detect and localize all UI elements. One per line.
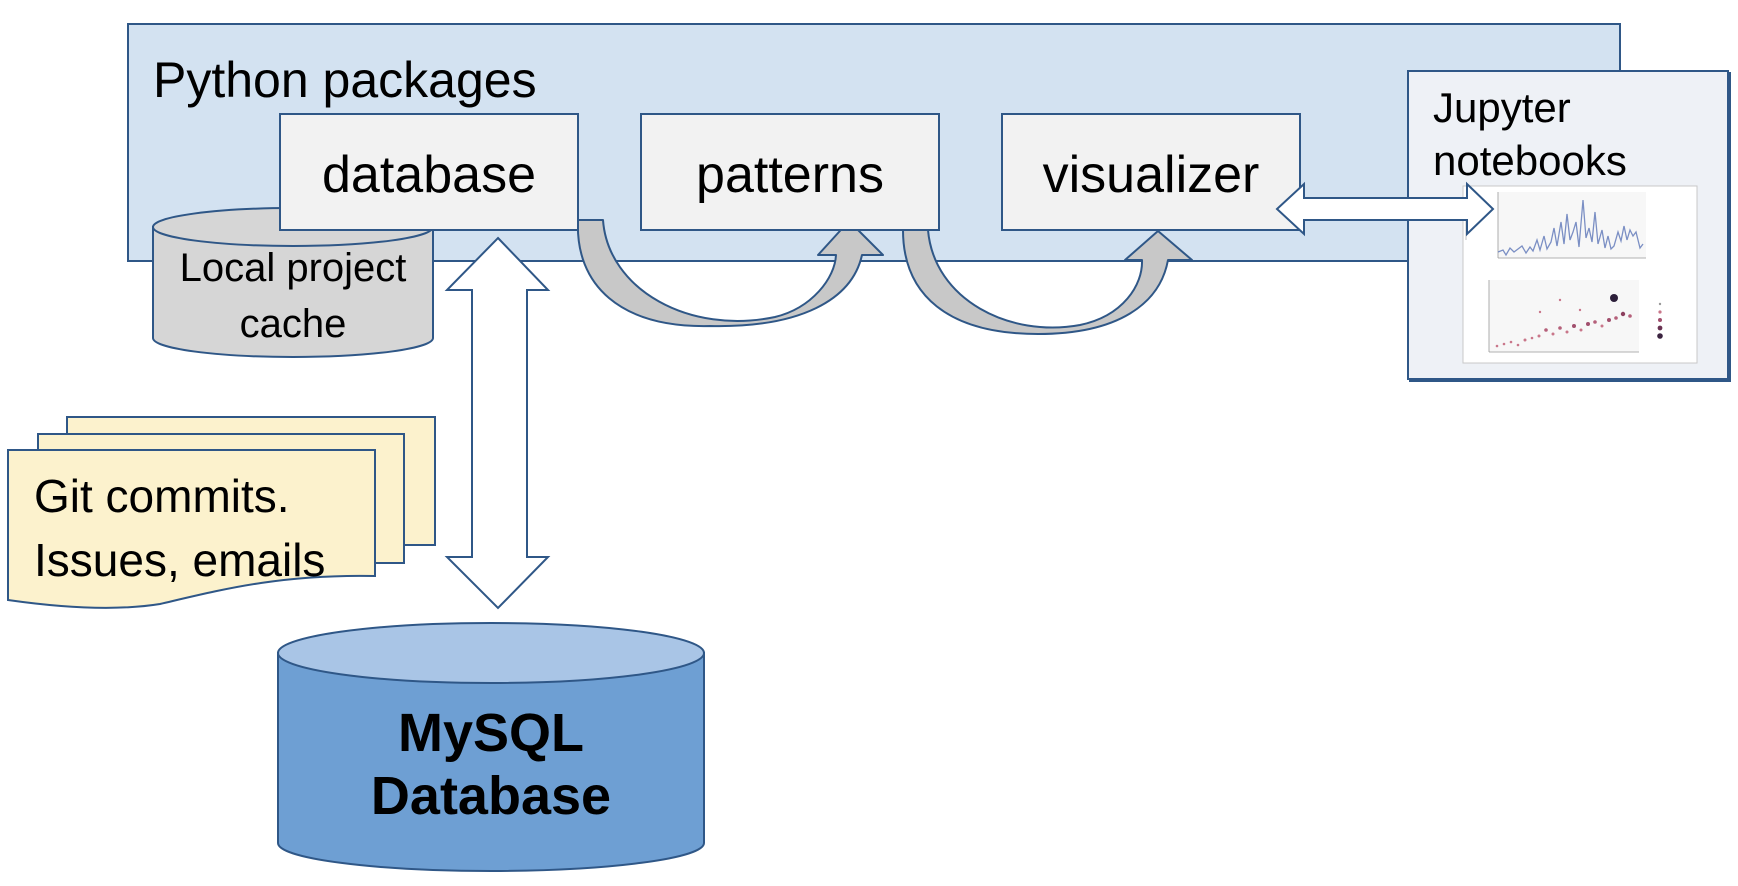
jupyter-label-line1: Jupyter [1433, 84, 1571, 131]
patterns-package: patterns [640, 113, 940, 231]
database-package-label: database [322, 146, 536, 204]
double-arrow-database-mysql [444, 236, 551, 610]
jupyter-notebooks: Jupyter notebooks [1407, 70, 1731, 382]
patterns-package-label: patterns [696, 146, 884, 204]
data-sources-stack: Git commits. Issues, emails [7, 416, 436, 609]
visualizer-package: visualizer [1001, 113, 1301, 231]
curved-arrow-database-to-patterns [576, 219, 884, 328]
mysql-label-line1: MySQL [398, 703, 584, 763]
visualizer-package-label: visualizer [1043, 146, 1260, 204]
curved-arrow-patterns-to-visualizer [902, 229, 1193, 335]
mysql-label-line2: Database [371, 766, 611, 826]
sources-line2: Issues, emails [34, 534, 325, 586]
database-package: database [279, 113, 579, 231]
jupyter-label-line2: notebooks [1433, 137, 1627, 184]
notebook-preview-image [1462, 185, 1698, 364]
local-project-cache: Local project cache [152, 207, 434, 358]
cache-label-line1: Local project [180, 246, 407, 290]
mysql-database: MySQL Database [277, 622, 705, 872]
python-packages-title: Python packages [153, 52, 537, 108]
double-arrow-visualizer-jupyter [1275, 181, 1495, 237]
sources-line1: Git commits. [34, 470, 290, 522]
cache-label-line2: cache [240, 302, 347, 346]
preview-line-chart [1465, 192, 1646, 259]
preview-scatter-chart [1488, 280, 1663, 353]
